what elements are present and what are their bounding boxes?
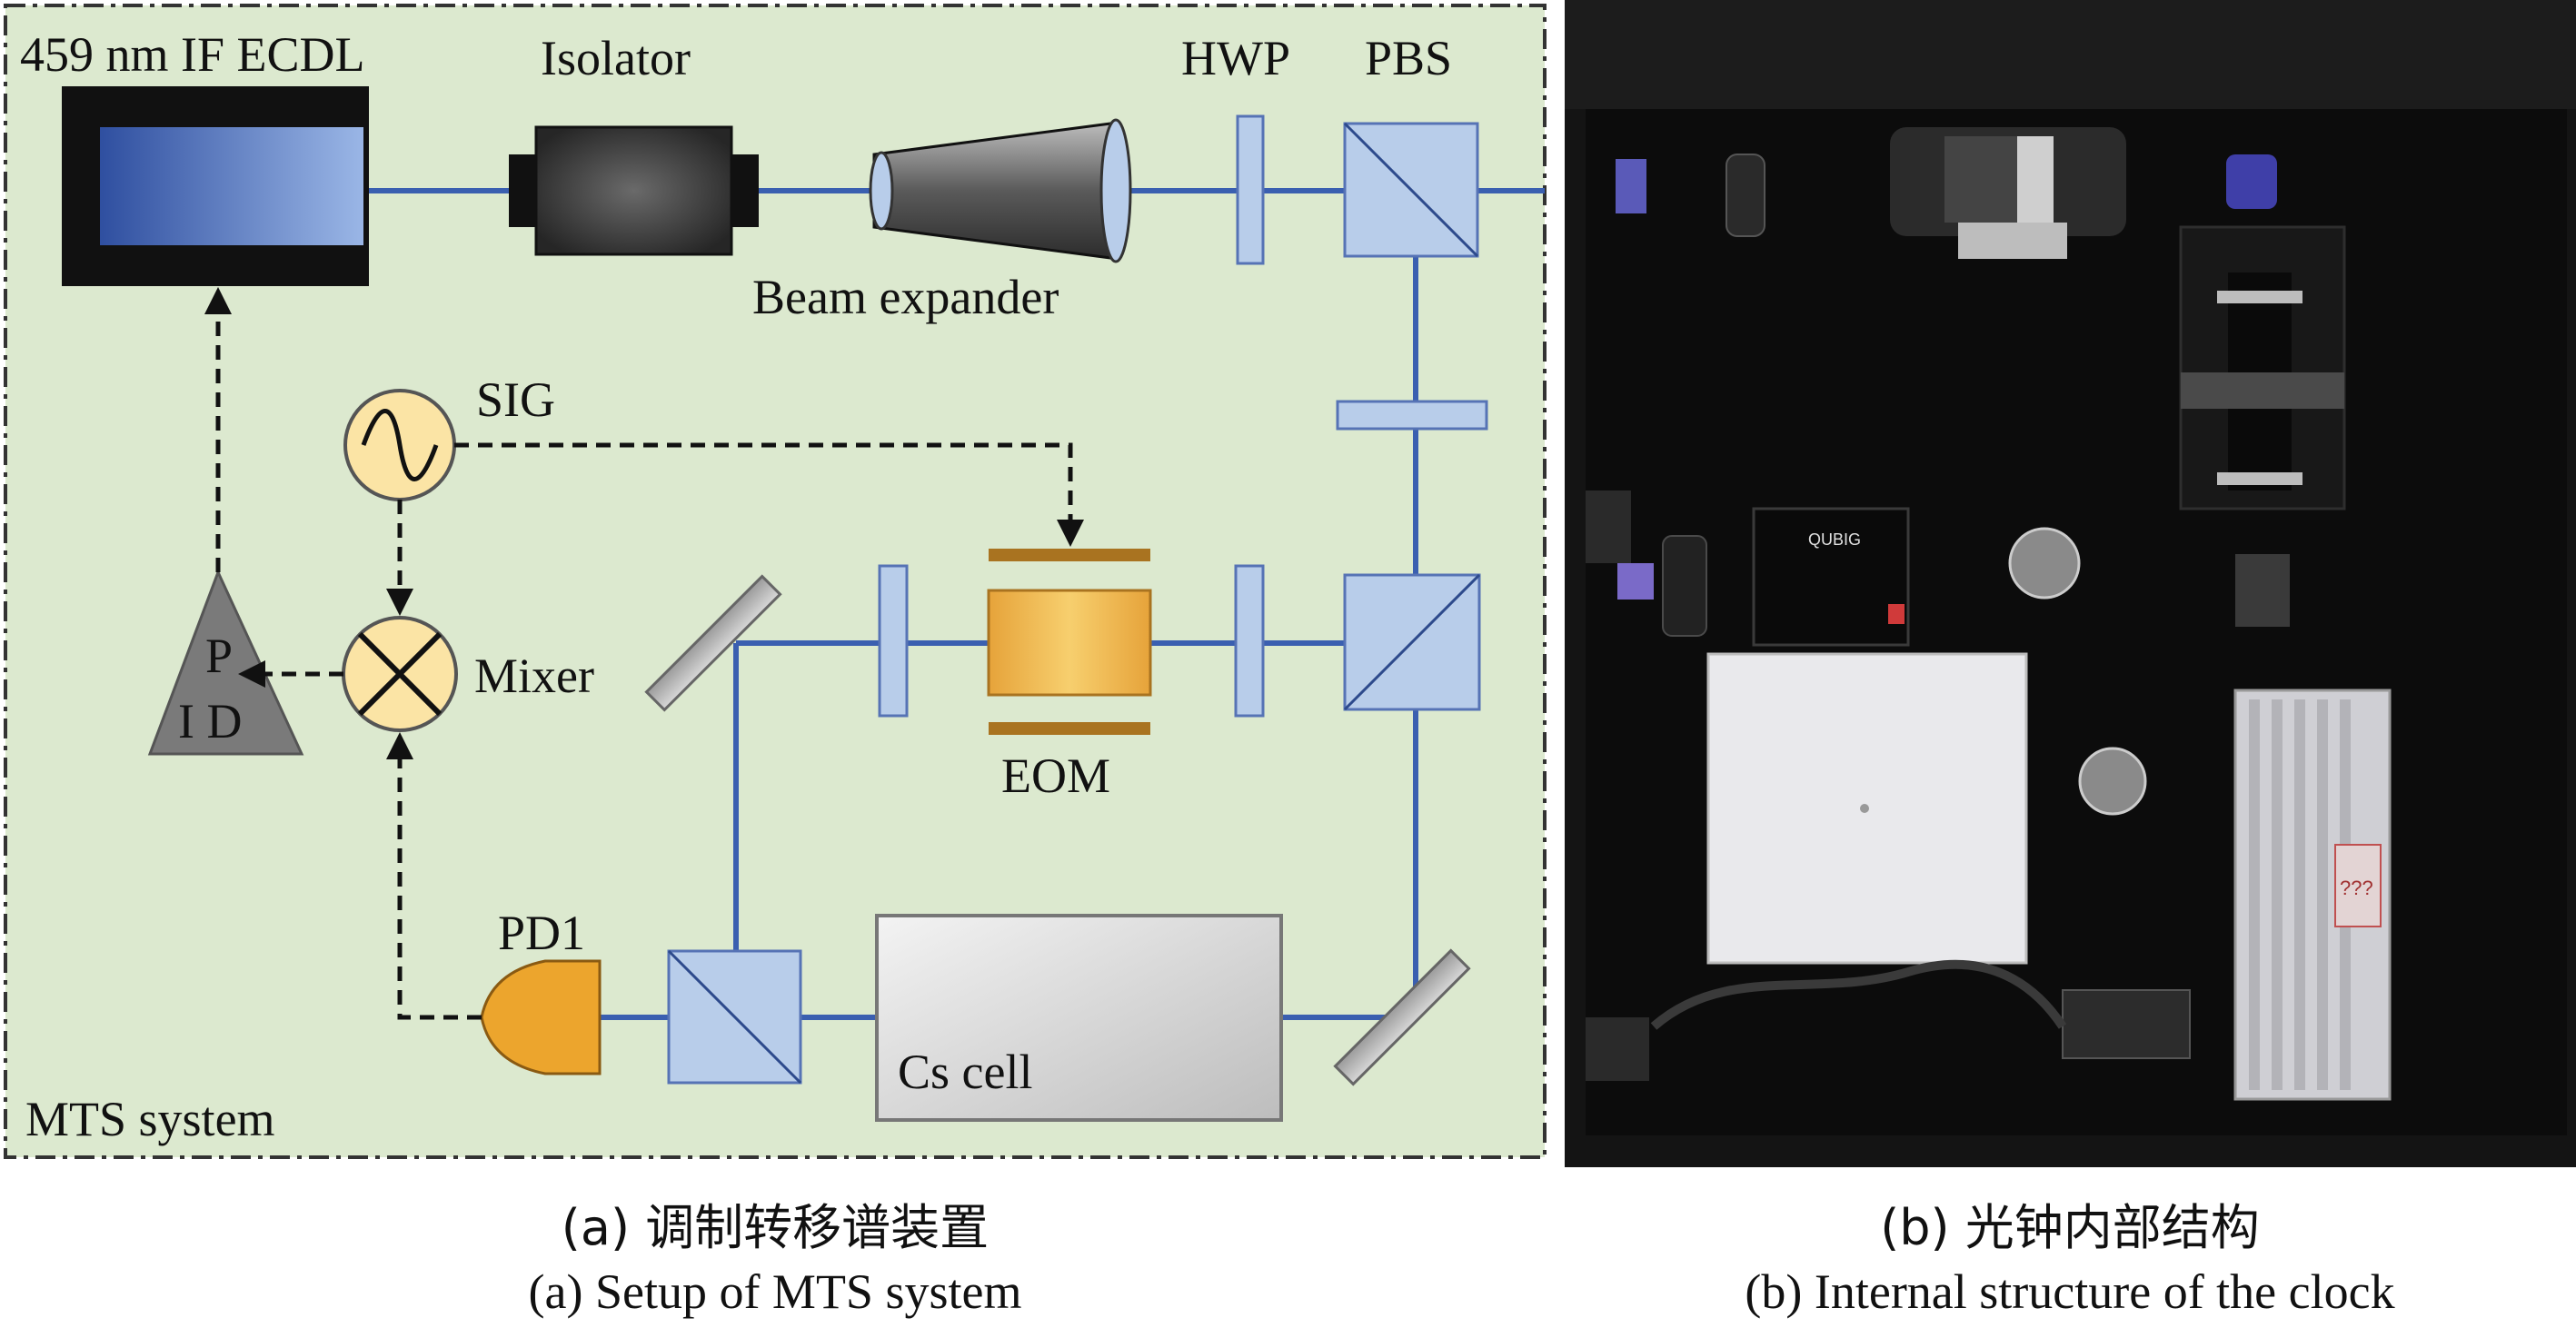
pid-letter-p: P	[205, 629, 233, 683]
mixer	[342, 616, 458, 732]
laser-ecdl	[62, 86, 369, 286]
pid-letters-id: I D	[178, 694, 242, 748]
caption-b-en: (b) Internal structure of the clock	[1745, 1264, 2394, 1319]
hwp	[1236, 114, 1265, 265]
qubig-logo: QUBIG	[1808, 530, 1861, 549]
beam-expander	[869, 118, 1132, 263]
photodetector-pd1	[480, 959, 602, 1075]
isolator-label: Isolator	[541, 31, 691, 85]
pbs	[1343, 122, 1479, 258]
enclosure-top-band	[1565, 0, 2576, 109]
quarter-waveplate	[1336, 400, 1488, 431]
box-screw	[1860, 804, 1869, 813]
pbs-label: PBS	[1365, 31, 1452, 85]
cylinder-assembly	[2179, 225, 2346, 510]
beam-expander-label: Beam expander	[752, 270, 1059, 324]
beam-splitter-lower	[667, 949, 802, 1085]
sig-label: SIG	[476, 372, 555, 427]
caption-b-cn: (b) 光钟内部结构	[1880, 1199, 2260, 1256]
mount-ml-2	[1617, 563, 1654, 600]
aluminium-box	[2233, 689, 2392, 1101]
caption-a-cn: (a) 调制转移谱装置	[562, 1199, 989, 1256]
mirror-lower	[1333, 948, 1471, 1086]
mirror-mount-1	[2008, 527, 2081, 600]
cs-cell-label: Cs cell	[898, 1045, 1032, 1099]
caption-a-en: (a) Setup of MTS system	[529, 1264, 1022, 1319]
panel-a: 459 nm IF ECDL Isolator Beam expander HW…	[4, 4, 1547, 1159]
beam-splitter-right	[1343, 573, 1481, 711]
eom	[987, 549, 1152, 735]
mount-tl-1	[1616, 159, 1646, 213]
mts-system-label: MTS system	[25, 1092, 275, 1146]
signal-generator	[343, 389, 456, 501]
mount-ml-1	[1586, 491, 1631, 563]
mount-mr-1	[2235, 554, 2290, 627]
mount-tl-2	[1726, 154, 1765, 237]
mixer-label: Mixer	[474, 649, 594, 703]
hwp-label: HWP	[1181, 31, 1290, 85]
cables	[1650, 959, 2067, 1030]
eom-label: EOM	[1001, 748, 1110, 803]
pd1-label: PD1	[498, 906, 585, 960]
isolator	[509, 125, 759, 256]
camera-lens	[1890, 127, 2126, 259]
detector-bottom	[2062, 989, 2191, 1059]
detector-left	[1586, 1017, 1649, 1081]
waveplate-left	[878, 564, 909, 718]
mirror-upper	[644, 574, 782, 712]
mirror-mount-2	[2078, 747, 2147, 816]
signal-lines	[204, 287, 1084, 1020]
sticker-label: ???	[2340, 877, 2373, 899]
qubig-device	[1752, 507, 1910, 647]
panel-b-photo: QUBIG ???	[1565, 0, 2576, 1167]
breadboard	[1586, 109, 2567, 1135]
cs-cell	[875, 914, 1283, 1122]
mount-tr-blue	[2226, 154, 2277, 209]
waveplate-right	[1234, 564, 1265, 718]
laser-label: 459 nm IF ECDL	[20, 27, 365, 82]
mount-ml-3	[1662, 535, 1707, 637]
